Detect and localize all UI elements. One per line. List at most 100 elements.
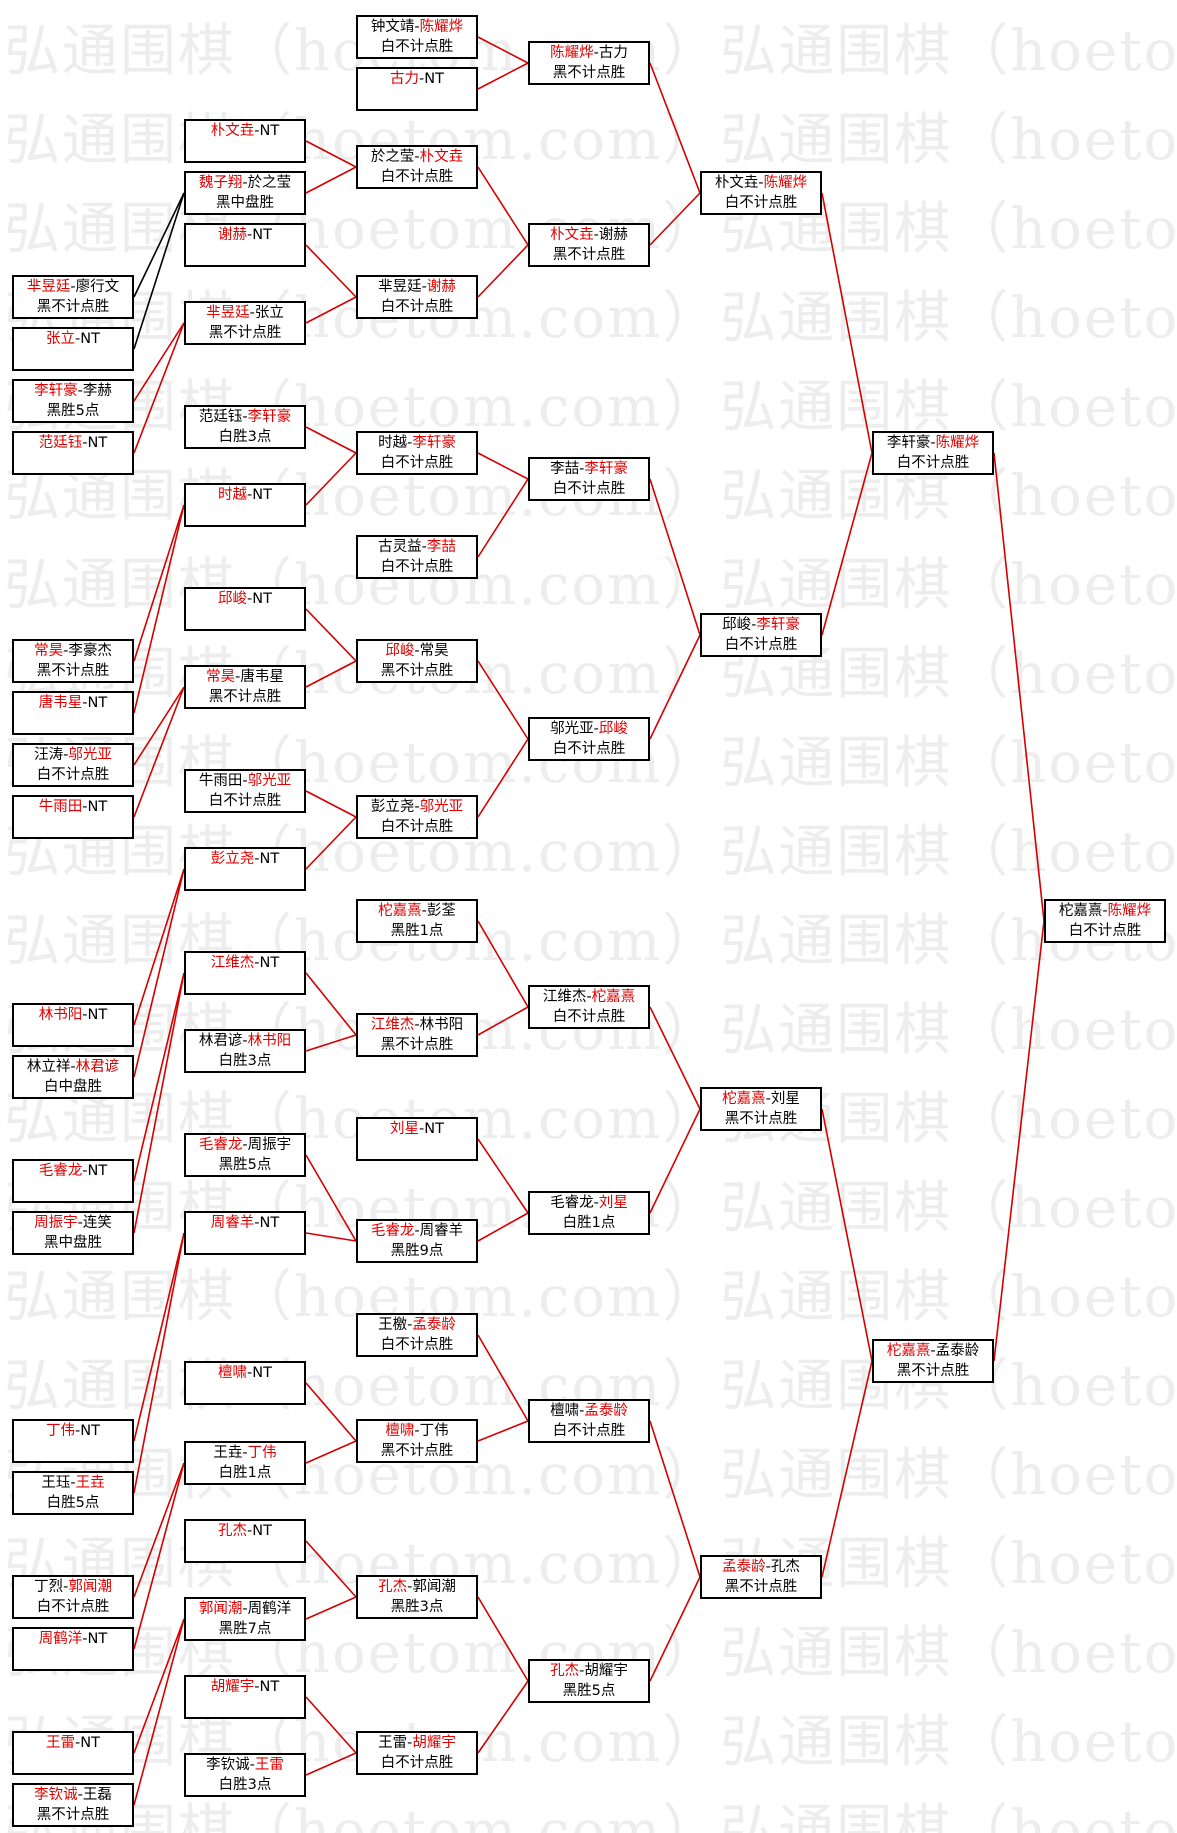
bracket-connector: [133, 504, 185, 714]
player-black: 周睿羊: [210, 1215, 255, 1231]
player-black: 邱峻: [385, 643, 415, 659]
player-black: 檀啸: [218, 1365, 248, 1381]
player-black: 林书阳: [38, 1007, 83, 1023]
bracket-connector: [821, 452, 873, 636]
match-players: 江维杰-NT: [186, 953, 304, 973]
match-players: 芈昱廷-张立: [186, 303, 304, 323]
bracket-connector: [133, 1462, 185, 1598]
bracket-connector: [649, 1108, 701, 1214]
player-black: 孔杰: [550, 1663, 580, 1679]
bracket-connector: [649, 478, 701, 636]
match-result: 白不计点胜: [36, 1599, 110, 1615]
match-result: [358, 89, 476, 109]
bracket-connector: [477, 1138, 529, 1214]
match-box: 周鹤洋-NT: [12, 1627, 134, 1671]
match-result: 白不计点胜: [724, 637, 798, 653]
player-black: 於之莹: [370, 149, 415, 165]
match-result: 白胜1点: [562, 1215, 616, 1231]
match-players: 芈昱廷-廖行文: [14, 277, 132, 297]
bracket-connector: [305, 660, 357, 688]
match-players: 范廷钰-李轩豪: [186, 407, 304, 427]
player-black: 李轩豪: [886, 435, 931, 451]
bracket-connector: [649, 1006, 701, 1110]
match-players: 李钦诚-王雷: [186, 1755, 304, 1775]
match-result: 白不计点胜: [380, 169, 454, 185]
match-box: 孔杰-郭闻潮黑胜3点: [356, 1575, 478, 1619]
match-box: 芈昱廷-谢赫白不计点胜: [356, 275, 478, 319]
bracket-connector: [133, 868, 185, 1026]
bracket-connector: [477, 1680, 529, 1754]
player-black: 芈昱廷: [26, 279, 71, 295]
player-black: 芈昱廷: [378, 279, 422, 295]
player-white: 朴文垚: [419, 149, 464, 165]
match-result: 黑胜5点: [218, 1157, 272, 1173]
bracket-connector: [305, 816, 357, 870]
match-box: 钟文靖-陈耀烨白不计点胜: [356, 15, 478, 59]
bracket-connector: [305, 1540, 357, 1598]
player-separator: -: [254, 1679, 260, 1695]
match-result: [14, 1025, 132, 1045]
player-separator: -: [579, 1403, 585, 1419]
match-result: 白不计点胜: [380, 455, 454, 471]
match-players: 彭立尧-邬光亚: [358, 797, 476, 817]
bracket-connector: [305, 1232, 357, 1242]
bracket-connector: [305, 790, 357, 818]
match-result: [186, 869, 304, 889]
bracket-connector: [305, 1596, 357, 1620]
player-black: 张立: [46, 331, 76, 347]
match-result: 白胜3点: [218, 429, 272, 445]
match-result: [14, 1649, 132, 1669]
player-separator: -: [407, 1317, 413, 1333]
player-separator: -: [586, 989, 592, 1005]
player-separator: -: [254, 123, 260, 139]
player-black: 江维杰: [210, 955, 255, 971]
bracket-connector: [649, 62, 701, 194]
match-box: 魏子翔-於之莹黑中盘胜: [184, 171, 306, 215]
match-players: 王垚-丁伟: [186, 1443, 304, 1463]
player-black: 王雷: [46, 1735, 76, 1751]
player-white: 常昊: [419, 643, 449, 659]
bracket-connector: [649, 192, 701, 246]
bracket-connector: [305, 1154, 357, 1242]
match-result: 黑不计点胜: [552, 247, 626, 263]
player-white: 唐韦星: [240, 669, 284, 685]
player-white: 廖行文: [75, 279, 120, 295]
match-box: 张立-NT: [12, 327, 134, 371]
player-white: 彭荃: [426, 903, 456, 919]
match-players: 魏子翔-於之莹: [186, 173, 304, 193]
player-black: 彭立尧: [370, 799, 415, 815]
player-black: 邱峻: [722, 617, 752, 633]
bracket-connector: [133, 1232, 185, 1442]
player-white: NT: [259, 955, 280, 971]
match-box: 孟泰龄-孔杰黑不计点胜: [700, 1555, 822, 1599]
player-white: 郭闻潮: [412, 1579, 456, 1595]
player-separator: -: [75, 331, 81, 347]
player-black: 朴文垚: [714, 175, 759, 191]
player-white: 刘星: [598, 1195, 628, 1211]
bracket-connector: [133, 686, 185, 818]
match-players: 李轩豪-李赫: [14, 381, 132, 401]
player-black: 王珏: [41, 1475, 71, 1491]
match-box: 范廷钰-李轩豪白胜3点: [184, 405, 306, 449]
player-black: 毛睿龙: [38, 1163, 83, 1179]
match-result: 黑胜3点: [390, 1599, 444, 1615]
match-players: 林书阳-NT: [14, 1005, 132, 1025]
match-result: 黑不计点胜: [208, 689, 282, 705]
player-separator: -: [593, 721, 599, 737]
match-result: 白胜5点: [46, 1495, 100, 1511]
player-separator: -: [414, 149, 420, 165]
player-black: 唐韦星: [38, 695, 83, 711]
player-black: 古力: [390, 71, 420, 87]
match-players: 郭闻潮-周鹤洋: [186, 1599, 304, 1619]
match-players: 王雷-NT: [14, 1733, 132, 1753]
match-result: 黑胜1点: [390, 923, 444, 939]
player-separator: -: [242, 409, 248, 425]
bracket-connector: [133, 972, 185, 1182]
player-black: 毛睿龙: [198, 1137, 243, 1153]
player-black: 孔杰: [378, 1579, 408, 1595]
match-result: 白不计点胜: [552, 481, 626, 497]
match-box: 常昊-李豪杰黑不计点胜: [12, 639, 134, 683]
bracket-connector: [133, 1618, 185, 1806]
player-black: 李钦诚: [206, 1757, 250, 1773]
